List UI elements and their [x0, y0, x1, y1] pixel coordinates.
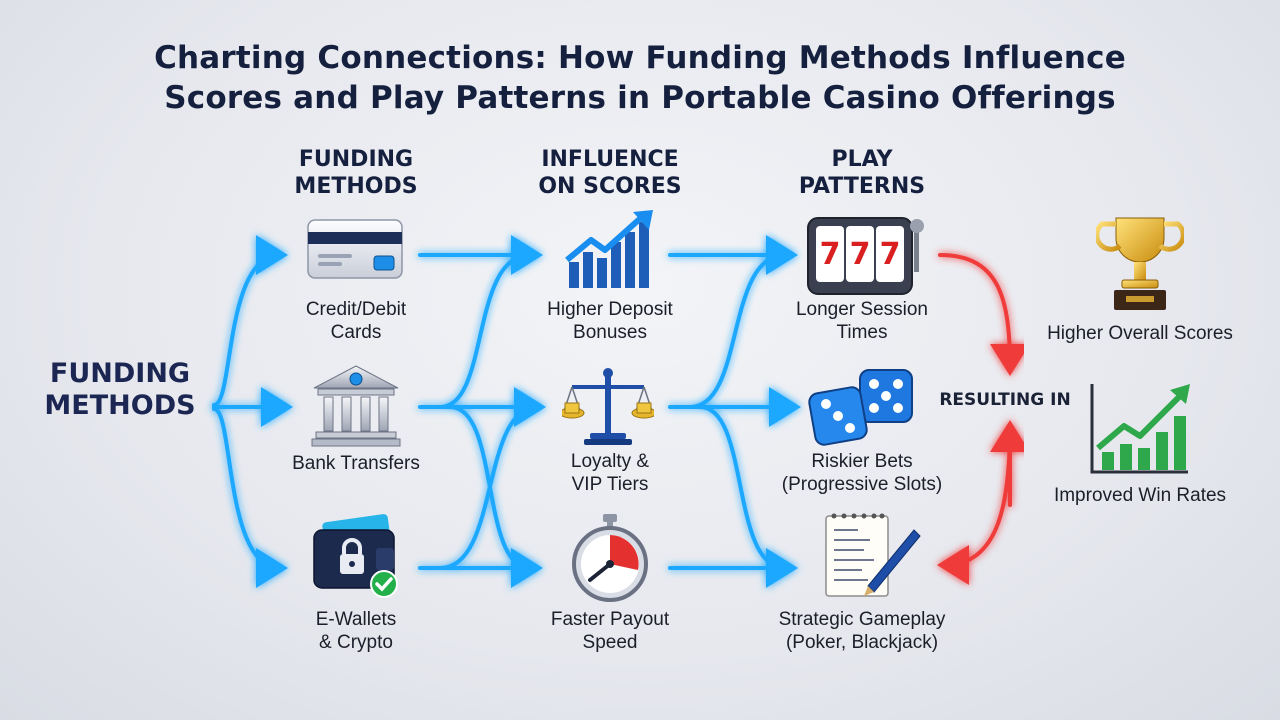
node-payout-line2: Speed	[582, 632, 638, 653]
wallet-lock-icon	[313, 514, 398, 598]
node-ewallet-line2: & Crypto	[319, 632, 393, 653]
arrow-loyalty-to-strategic	[698, 405, 787, 570]
column-header-play-line1: PLAY	[831, 147, 893, 172]
column-header-funding-line1: FUNDING	[298, 147, 414, 172]
node-riskier-line2: (Progressive Slots)	[781, 474, 943, 495]
notepad-pen-icon	[825, 513, 921, 597]
growth-chart-icon	[565, 210, 653, 288]
arrow-root-to-ewallet	[212, 407, 288, 588]
outcome-higher-overall-scores: Higher Overall Scores	[1030, 322, 1250, 345]
funding-methods-root-label: FUNDING METHODS	[30, 358, 210, 422]
arrow-bank-to-bonuses	[438, 253, 532, 409]
scales-icon	[562, 368, 654, 445]
node-loyalty-vip: Loyalty & VIP Tiers	[500, 450, 720, 496]
trophy-icon	[1096, 217, 1184, 310]
title-line-1: Charting Connections: How Funding Method…	[154, 40, 1126, 76]
title-line-2: Scores and Play Patterns in Portable Cas…	[164, 80, 1116, 116]
arrow-bank-to-payout	[448, 405, 532, 570]
root-label-line2: METHODS	[44, 390, 196, 421]
node-higher-deposit-bonuses: Higher Deposit Bonuses	[500, 298, 720, 344]
node-session-line2: Times	[836, 322, 888, 343]
outcome-winrates-label: Improved Win Rates	[1053, 485, 1227, 506]
bank-icon	[311, 365, 401, 447]
page-title: Charting Connections: How Funding Method…	[0, 38, 1280, 118]
root-label-line1: FUNDING	[49, 358, 191, 389]
svg-text:7: 7	[880, 237, 901, 272]
column-header-play: PLAY PATTERNS	[752, 146, 972, 200]
node-credit-line2: Cards	[330, 322, 382, 343]
column-header-funding: FUNDING METHODS	[246, 146, 466, 200]
resulting-in-label: RESULTING IN	[939, 390, 1071, 410]
outcome-scores-label: Higher Overall Scores	[1047, 323, 1233, 344]
node-payout-line1: Faster Payout	[550, 609, 670, 630]
node-riskier-bets: Riskier Bets (Progressive Slots)	[752, 450, 972, 496]
stopwatch-icon	[572, 514, 648, 602]
svg-text:7: 7	[850, 237, 871, 272]
column-header-funding-line2: METHODS	[294, 174, 418, 199]
node-longer-session: Longer Session Times	[752, 298, 972, 344]
column-header-influence-line2: ON SCORES	[538, 174, 682, 199]
node-loyalty-line1: Loyalty &	[570, 451, 650, 472]
node-ewallet-line1: E-Wallets	[315, 609, 397, 630]
outcome-improved-win-rates: Improved Win Rates	[1030, 484, 1250, 507]
node-bonus-line2: Bonuses	[573, 322, 647, 343]
dice-icon	[808, 369, 913, 446]
node-bank-line1: Bank Transfers	[292, 453, 420, 474]
node-ewallets-crypto: E-Wallets & Crypto	[246, 608, 466, 654]
node-bank-transfers: Bank Transfers	[246, 452, 466, 475]
column-header-influence: INFLUENCE ON SCORES	[500, 146, 720, 200]
node-strategic-gameplay: Strategic Gameplay (Poker, Blackjack)	[752, 608, 972, 654]
node-credit-debit-cards: Credit/Debit Cards	[246, 298, 466, 344]
node-credit-line1: Credit/Debit	[305, 299, 407, 320]
node-bonus-line1: Higher Deposit	[547, 299, 673, 320]
node-faster-payout: Faster Payout Speed	[500, 608, 720, 654]
credit-card-icon	[307, 219, 403, 279]
arrow-loyalty-to-session	[688, 253, 787, 409]
arrow-session-to-result	[938, 253, 1030, 376]
node-riskier-line1: Riskier Bets	[811, 451, 913, 472]
column-header-play-line2: PATTERNS	[798, 174, 926, 199]
column-header-influence-line1: INFLUENCE	[541, 147, 679, 172]
rising-bars-icon	[1090, 384, 1190, 474]
node-session-line1: Longer Session	[795, 299, 929, 320]
node-loyalty-line2: VIP Tiers	[571, 474, 649, 495]
svg-text:7: 7	[820, 237, 841, 272]
node-strategic-line2: (Poker, Blackjack)	[785, 632, 939, 653]
node-strategic-line1: Strategic Gameplay	[778, 609, 946, 630]
slot-machine-icon: 7 7 7	[807, 217, 924, 295]
arrow-root-to-cards	[212, 235, 288, 407]
